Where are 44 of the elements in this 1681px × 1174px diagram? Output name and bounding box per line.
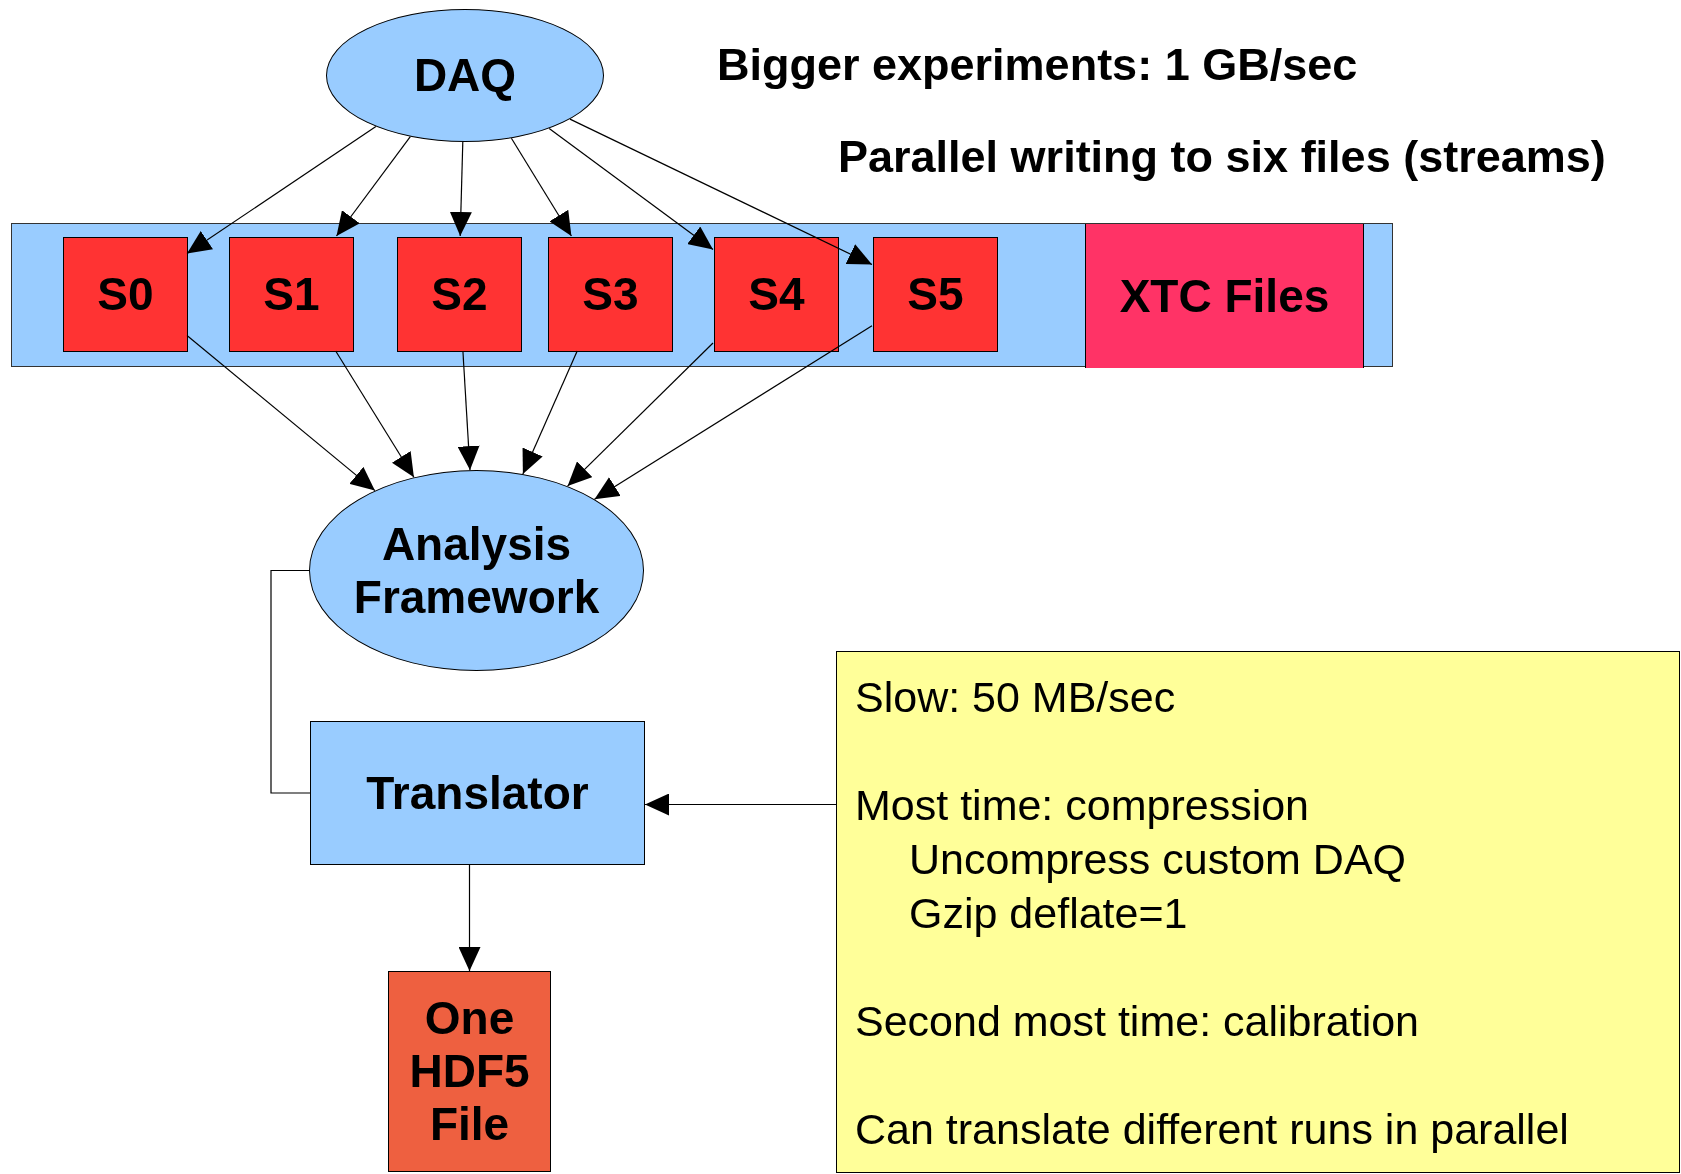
arrow <box>457 350 480 471</box>
node-label: S3 <box>582 267 639 322</box>
note-text: Uncompress custom DAQ <box>909 834 1408 885</box>
stream-box <box>229 237 354 352</box>
stream-box <box>873 237 998 352</box>
node-label: XTC Files <box>1119 268 1330 324</box>
heading-text: Parallel writing to six files (streams) <box>838 132 1606 182</box>
files-box <box>1085 224 1364 368</box>
heading-text: Bigger experiments: 1 GB/sec <box>717 40 1358 90</box>
arrow <box>567 342 714 487</box>
node-label: DAQ <box>413 49 517 102</box>
note-text: Slow: 50 MB/sec <box>855 672 1177 723</box>
note-box <box>836 651 1680 1173</box>
node-label: One HDF5 File <box>408 992 531 1151</box>
process-box <box>310 721 645 865</box>
arrow <box>335 350 415 478</box>
node-label: S0 <box>97 267 154 322</box>
arrow <box>186 125 377 255</box>
storage-band <box>11 223 1393 367</box>
arrow <box>335 136 411 237</box>
stream-box <box>714 237 839 352</box>
stream-box <box>63 237 188 352</box>
node-label: S1 <box>263 267 320 322</box>
node-label: Translator <box>366 765 589 821</box>
node-label: S5 <box>907 267 964 322</box>
arrow <box>449 141 472 237</box>
arrow <box>548 127 714 251</box>
arrow <box>644 793 837 816</box>
stream-box <box>397 237 522 352</box>
node-label: S2 <box>431 267 488 322</box>
arrow <box>569 118 873 266</box>
stream-box <box>548 237 673 352</box>
node-label: S4 <box>748 267 805 322</box>
arrow <box>522 350 578 475</box>
note-text: Can translate different runs in parallel <box>855 1104 1570 1155</box>
note-text: Gzip deflate=1 <box>909 888 1189 939</box>
note-text: Second most time: calibration <box>855 996 1421 1047</box>
arrow <box>593 325 873 500</box>
arrow <box>186 334 376 492</box>
output-file-box <box>388 971 551 1172</box>
node-label: Analysis Framework <box>352 517 601 624</box>
arrow <box>458 864 481 972</box>
arrow <box>510 137 572 237</box>
note-text: Most time: compression <box>855 780 1311 831</box>
